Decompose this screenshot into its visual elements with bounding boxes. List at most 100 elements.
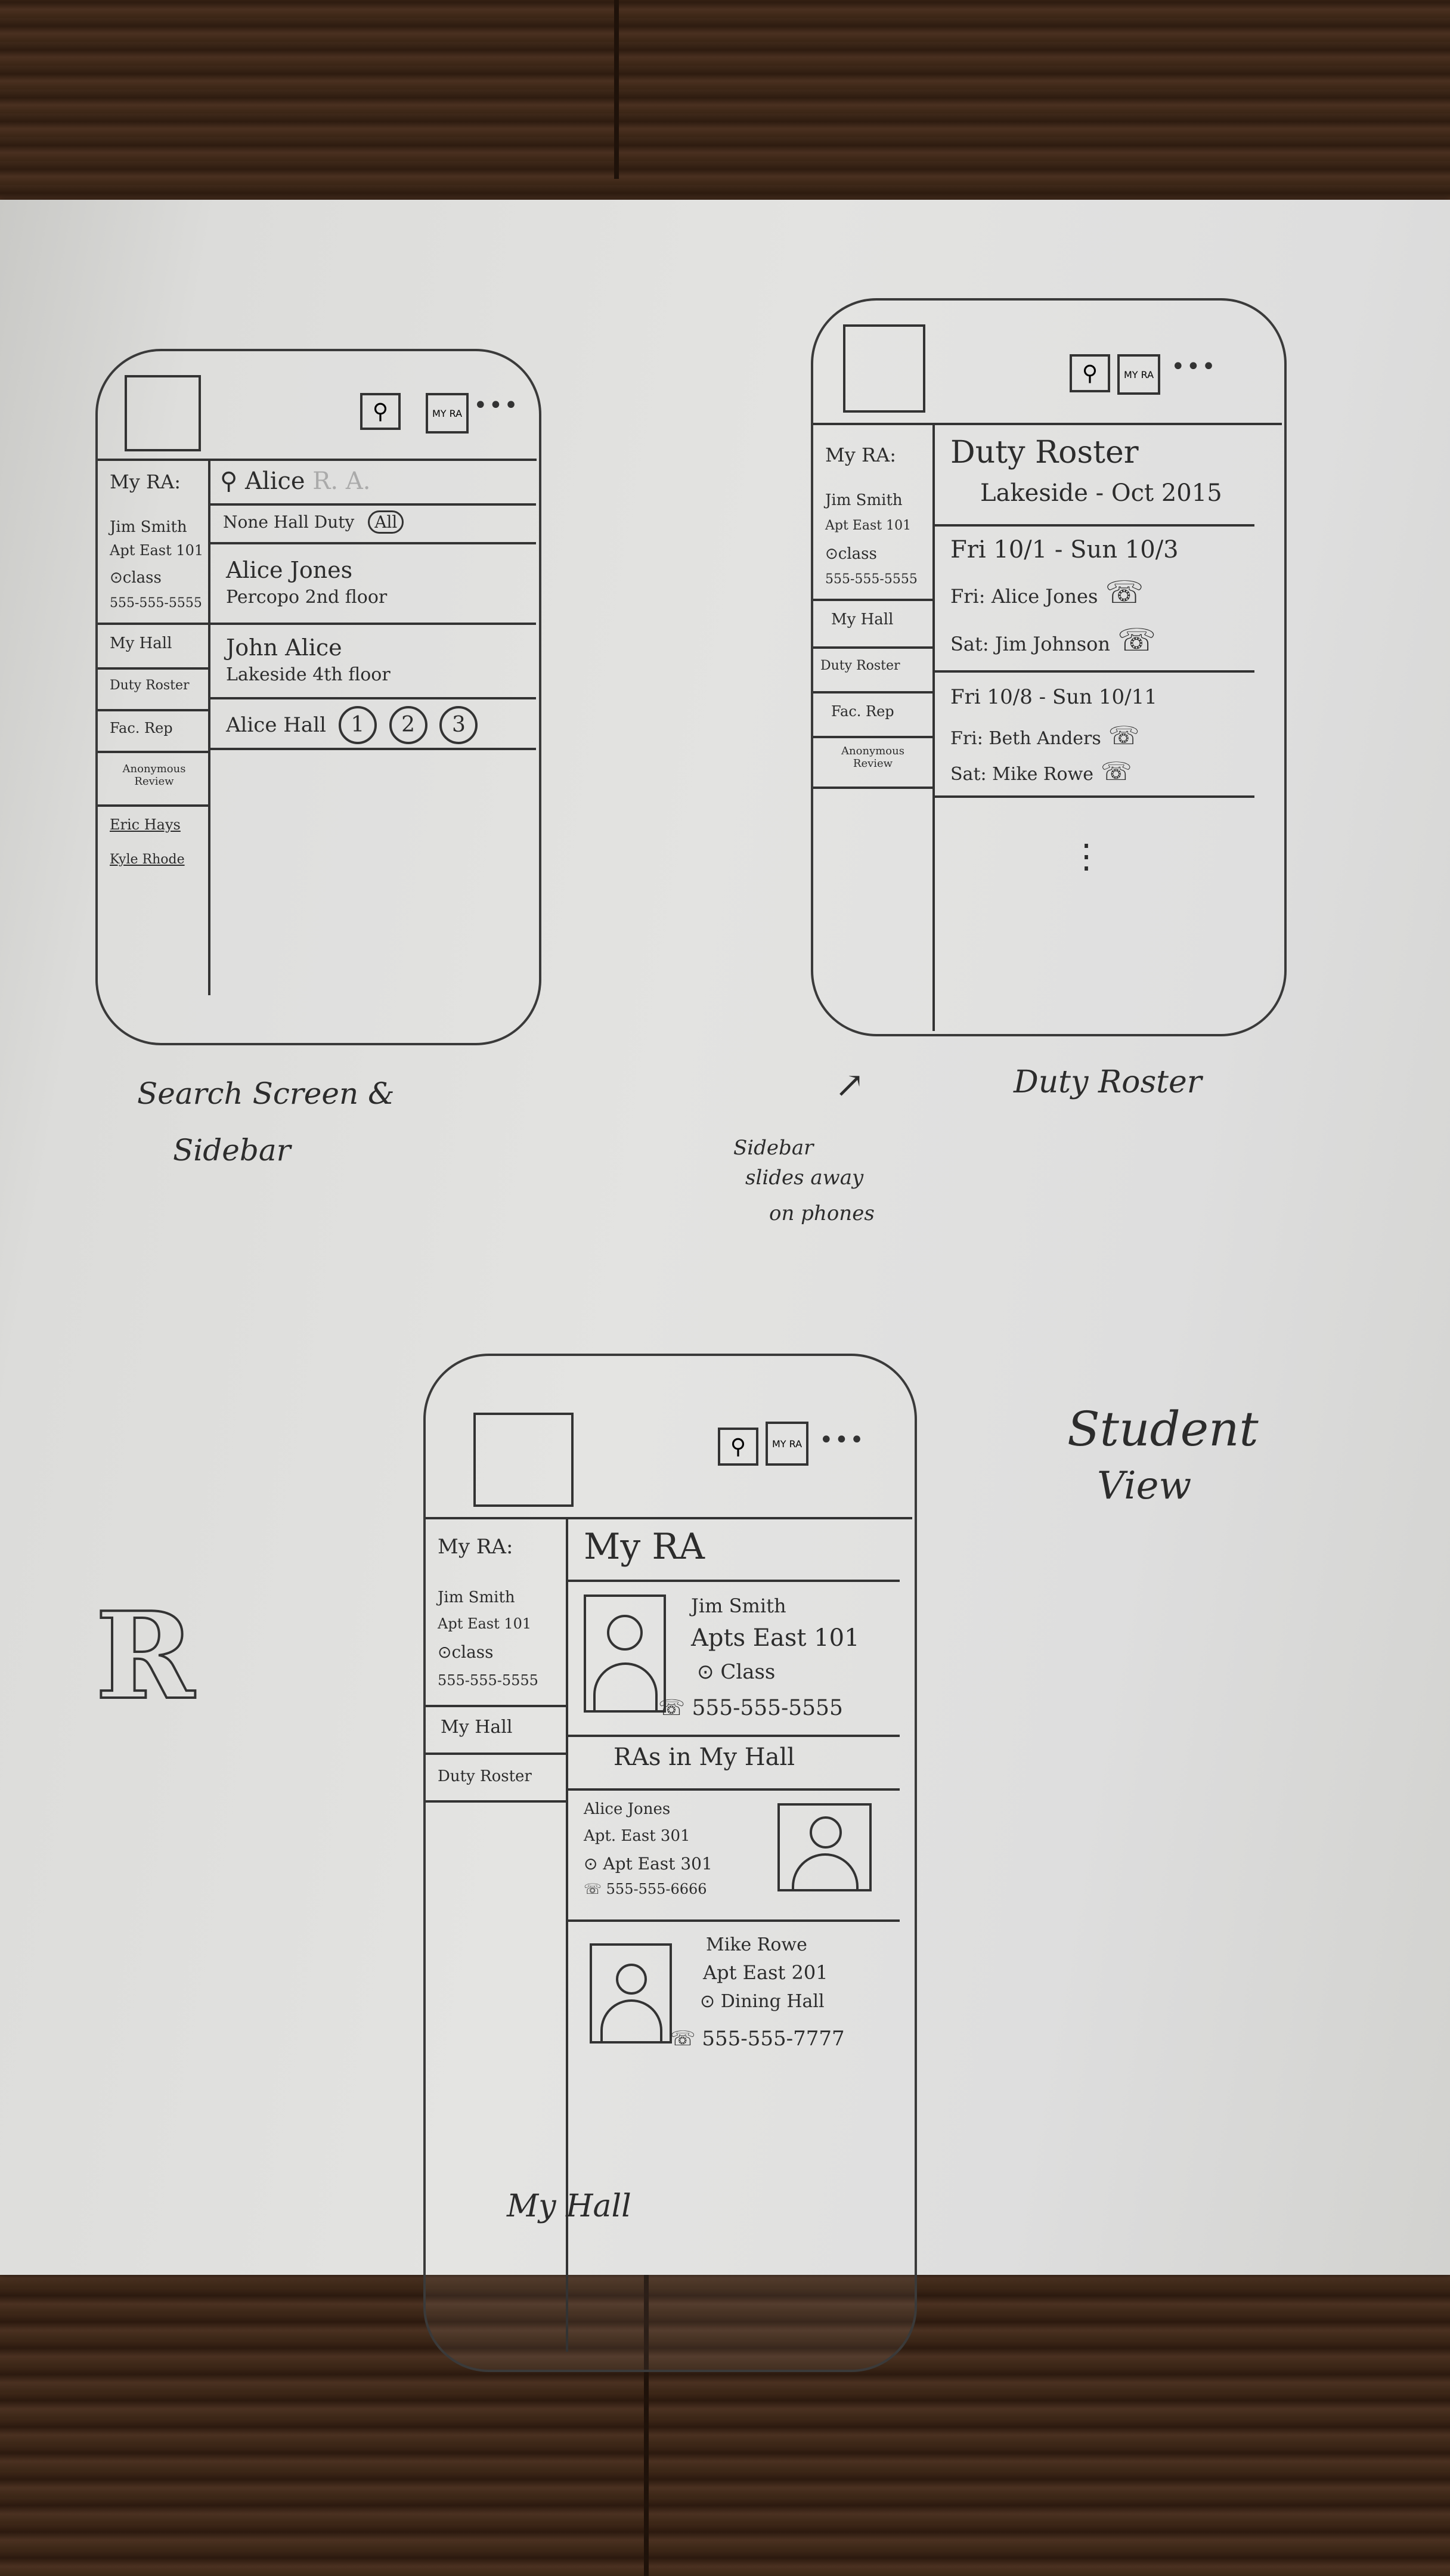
filter-all-badge[interactable]: All xyxy=(368,510,404,534)
ra-card-apartment: Apt East 201 xyxy=(703,1961,828,1984)
result-divider xyxy=(208,623,536,625)
logo-placeholder xyxy=(125,375,201,451)
search-button[interactable]: ⚲ xyxy=(718,1428,758,1466)
my-ra-phone[interactable]: ☏ 555-555-5555 xyxy=(658,1696,843,1720)
phone-icon: ☏ xyxy=(658,1696,686,1720)
ra-apartment: Apt East 101 xyxy=(110,542,204,559)
sidebar-divider-line xyxy=(98,623,208,625)
section-title: RAs in My Hall xyxy=(614,1744,795,1771)
title-divider xyxy=(566,1580,900,1582)
ra-card-avatar xyxy=(590,1943,672,2044)
sidebar-item-fac-rep[interactable]: Fac. Rep xyxy=(831,703,894,720)
my-ra-button[interactable]: MY RA xyxy=(426,393,469,434)
location-pin-icon: ⊙ xyxy=(700,1991,715,2012)
sidebar-divider-line xyxy=(813,736,932,738)
ra-location: ⊙class xyxy=(110,569,162,587)
ra-location: ⊙class xyxy=(438,1642,494,1662)
location-pin-icon: ⊙ xyxy=(584,1854,598,1874)
duty-entry[interactable]: Sat: Mike Rowe☏ xyxy=(950,757,1132,786)
sidebar-note: slides away xyxy=(745,1166,864,1190)
search-button[interactable]: ⚲ xyxy=(360,393,401,430)
sidebar-item-duty-roster[interactable]: Duty Roster xyxy=(820,658,900,673)
phone-icon[interactable]: ☏ xyxy=(1117,623,1157,658)
more-menu-icon[interactable]: ••• xyxy=(819,1426,865,1454)
section-divider xyxy=(566,1735,900,1737)
sketch-paper: ⚲ MY RA ••• My RA: Jim Smith Apt East 10… xyxy=(0,200,1450,2372)
result-name[interactable]: John Alice xyxy=(226,634,342,661)
ra-location: ⊙class xyxy=(825,545,877,563)
search-input[interactable]: ⚲ Alice R. A. xyxy=(220,467,371,495)
location-pin-icon: ⊙ xyxy=(110,569,123,587)
sidebar-divider-line xyxy=(426,1705,566,1707)
my-ra-label: MY RA xyxy=(1123,369,1154,380)
ra-card-phone[interactable]: ☏ 555-555-7777 xyxy=(670,2027,845,2051)
ra-apartment: Apt East 101 xyxy=(825,518,912,533)
header-divider xyxy=(426,1517,912,1519)
page-title: My RA xyxy=(584,1526,705,1568)
my-ra-label: MY RA xyxy=(772,1438,803,1450)
my-ra-button[interactable]: MY RA xyxy=(1117,354,1160,395)
header-divider xyxy=(813,423,1282,425)
search-divider xyxy=(208,503,536,506)
week-divider xyxy=(932,795,1254,798)
duty-entry[interactable]: Fri: Beth Anders☏ xyxy=(950,721,1140,750)
sidebar-item-my-hall[interactable]: My Hall xyxy=(831,611,894,628)
sidebar-item-eric-hays[interactable]: Eric Hays xyxy=(110,816,181,833)
sidebar-item-my-hall[interactable]: My Hall xyxy=(110,634,172,652)
sidebar-item-anonymous-review[interactable]: Anonymous Review xyxy=(841,745,904,770)
ra-card-phone[interactable]: ☏ 555-555-6666 xyxy=(584,1881,707,1897)
page-subtitle: Lakeside - Oct 2015 xyxy=(980,479,1222,507)
sidebar-divider xyxy=(566,1517,568,2352)
result-detail: Percopo 2nd floor xyxy=(226,587,388,608)
avatar-body xyxy=(593,1662,658,1710)
sidebar-item-my-hall[interactable]: My Hall xyxy=(441,1717,513,1738)
sidebar-divider-line xyxy=(98,709,208,711)
wood-table-bottom xyxy=(0,2254,1450,2576)
phone-icon[interactable]: ☏ xyxy=(1105,575,1144,611)
duty-entry[interactable]: Sat: Jim Johnson☏ xyxy=(950,623,1157,658)
more-entries-indicator: ⋮ xyxy=(1070,837,1103,876)
result-name[interactable]: Alice Jones xyxy=(226,557,353,583)
result-divider xyxy=(208,697,536,699)
more-menu-icon[interactable]: ••• xyxy=(1171,353,1217,380)
page-3-button[interactable]: 3 xyxy=(439,706,478,744)
student-view-title: Student xyxy=(1067,1401,1259,1457)
sidebar-divider-line xyxy=(98,667,208,670)
search-icon: ⚲ xyxy=(730,1434,746,1459)
ra-phone: 555-555-5555 xyxy=(110,596,202,611)
section-divider xyxy=(566,1919,900,1922)
ra-card-location: ⊙ Dining Hall xyxy=(700,1991,825,2012)
sidebar-item-fac-rep[interactable]: Fac. Rep xyxy=(110,720,173,736)
location-pin-icon: ⊙ xyxy=(697,1660,714,1684)
hall-result[interactable]: Alice Hall 1 2 3 xyxy=(226,706,478,744)
sidebar-item-duty-roster[interactable]: Duty Roster xyxy=(110,678,190,693)
sidebar-item-duty-roster[interactable]: Duty Roster xyxy=(438,1767,532,1785)
student-view-title: View xyxy=(1097,1464,1192,1508)
avatar-body xyxy=(792,1853,859,1889)
section-divider xyxy=(566,1788,900,1791)
week-divider xyxy=(932,670,1254,673)
page-2-button[interactable]: 2 xyxy=(389,706,427,744)
ra-card-location: ⊙ Apt East 301 xyxy=(584,1854,712,1874)
search-icon: ⚲ xyxy=(372,399,389,424)
ra-apartment: Apt East 101 xyxy=(438,1615,532,1632)
duty-entry[interactable]: Fri: Alice Jones☏ xyxy=(950,575,1144,611)
page-1-button[interactable]: 1 xyxy=(338,706,377,744)
sidebar-divider-line xyxy=(98,804,208,807)
search-button[interactable]: ⚲ xyxy=(1070,354,1110,392)
location-pin-icon: ⊙ xyxy=(825,545,838,563)
phone-icon[interactable]: ☏ xyxy=(1101,757,1132,786)
my-ra-button[interactable]: MY RA xyxy=(766,1422,808,1466)
result-detail: Lakeside 4th floor xyxy=(226,664,391,685)
sidebar-item-kyle-rhode[interactable]: Kyle Rhode xyxy=(110,852,185,867)
my-ra-name: Jim Smith xyxy=(691,1594,786,1617)
phone-icon[interactable]: ☏ xyxy=(1108,721,1140,750)
sidebar-divider-line xyxy=(98,751,208,753)
search-screen-caption: Search Screen & xyxy=(137,1076,395,1111)
my-ra-avatar xyxy=(584,1594,666,1713)
filter-row[interactable]: None Hall Duty All xyxy=(223,510,404,534)
ra-card-name: Mike Rowe xyxy=(706,1934,807,1955)
my-ra-heading: My RA: xyxy=(825,444,896,466)
sidebar-item-anonymous-review[interactable]: Anonymous Review xyxy=(122,763,186,788)
more-menu-icon[interactable]: ••• xyxy=(473,392,519,419)
